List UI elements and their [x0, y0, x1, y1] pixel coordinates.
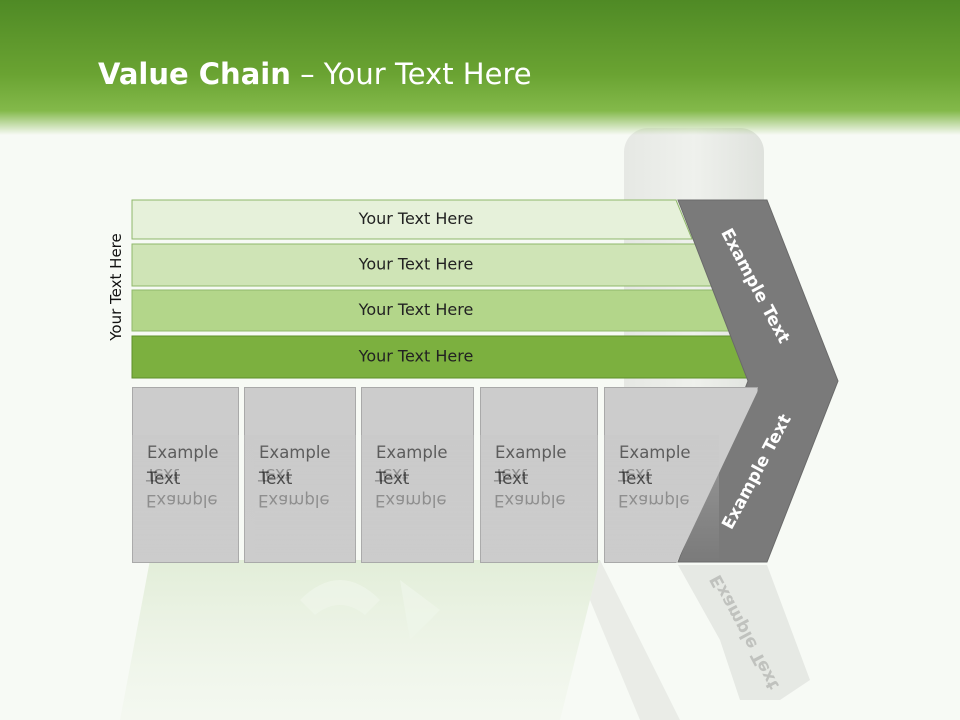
- activity-box-4-reflection-label: Example Text: [494, 461, 566, 513]
- activity-box-3-line2: Text: [376, 469, 410, 488]
- activity-box-1-line2: Text: [147, 469, 181, 488]
- activity-box-1-line1: Example: [147, 443, 219, 462]
- activity-box-2-reflection-label: Example Text: [258, 461, 330, 513]
- activity-box-5-reflection-line1: Example: [618, 491, 690, 510]
- activity-box-4-reflection-line2: Text: [494, 465, 528, 484]
- title-rest: – Your Text Here: [290, 57, 532, 91]
- activity-box-5-line2: Text: [619, 469, 653, 488]
- activity-box-5-reflection-label: Example Text: [618, 461, 690, 513]
- header-band: [0, 0, 960, 135]
- activity-box-1-reflection-line2: Text: [146, 465, 180, 484]
- activity-box-2-line2: Text: [259, 469, 293, 488]
- activity-box-5-line1: Example: [619, 443, 691, 462]
- activity-box-3-line1: Example: [376, 443, 448, 462]
- activity-box-2-line1: Example: [259, 443, 331, 462]
- activity-box-4-line1: Example: [495, 443, 567, 462]
- row-bar-1: [131, 199, 693, 240]
- page-title: Value Chain – Your Text Here: [98, 56, 532, 92]
- activity-box-2-reflection-line1: Example: [258, 491, 330, 510]
- activity-box-2-reflection-line2: Text: [258, 465, 292, 484]
- row-label-4: Your Text Here: [358, 347, 474, 366]
- row-label-2: Your Text Here: [358, 255, 474, 274]
- chevron-reflection: [678, 565, 810, 700]
- activity-box-1-reflection-label: Example Text: [146, 461, 218, 513]
- row-label-3: Your Text Here: [358, 300, 474, 319]
- activity-box-1-reflection-line1: Example: [146, 491, 218, 510]
- activity-box-3-reflection-label: Example Text: [375, 461, 447, 513]
- row-label-1: Your Text Here: [358, 209, 474, 228]
- title-bold: Value Chain: [98, 57, 291, 91]
- activity-box-4-reflection-line1: Example: [494, 491, 566, 510]
- activity-box-5-reflection-line2: Text: [618, 465, 652, 484]
- activity-box-4-line2: Text: [495, 469, 529, 488]
- activity-box-3-reflection-line2: Text: [375, 465, 409, 484]
- activity-box-3-reflection-line1: Example: [375, 491, 447, 510]
